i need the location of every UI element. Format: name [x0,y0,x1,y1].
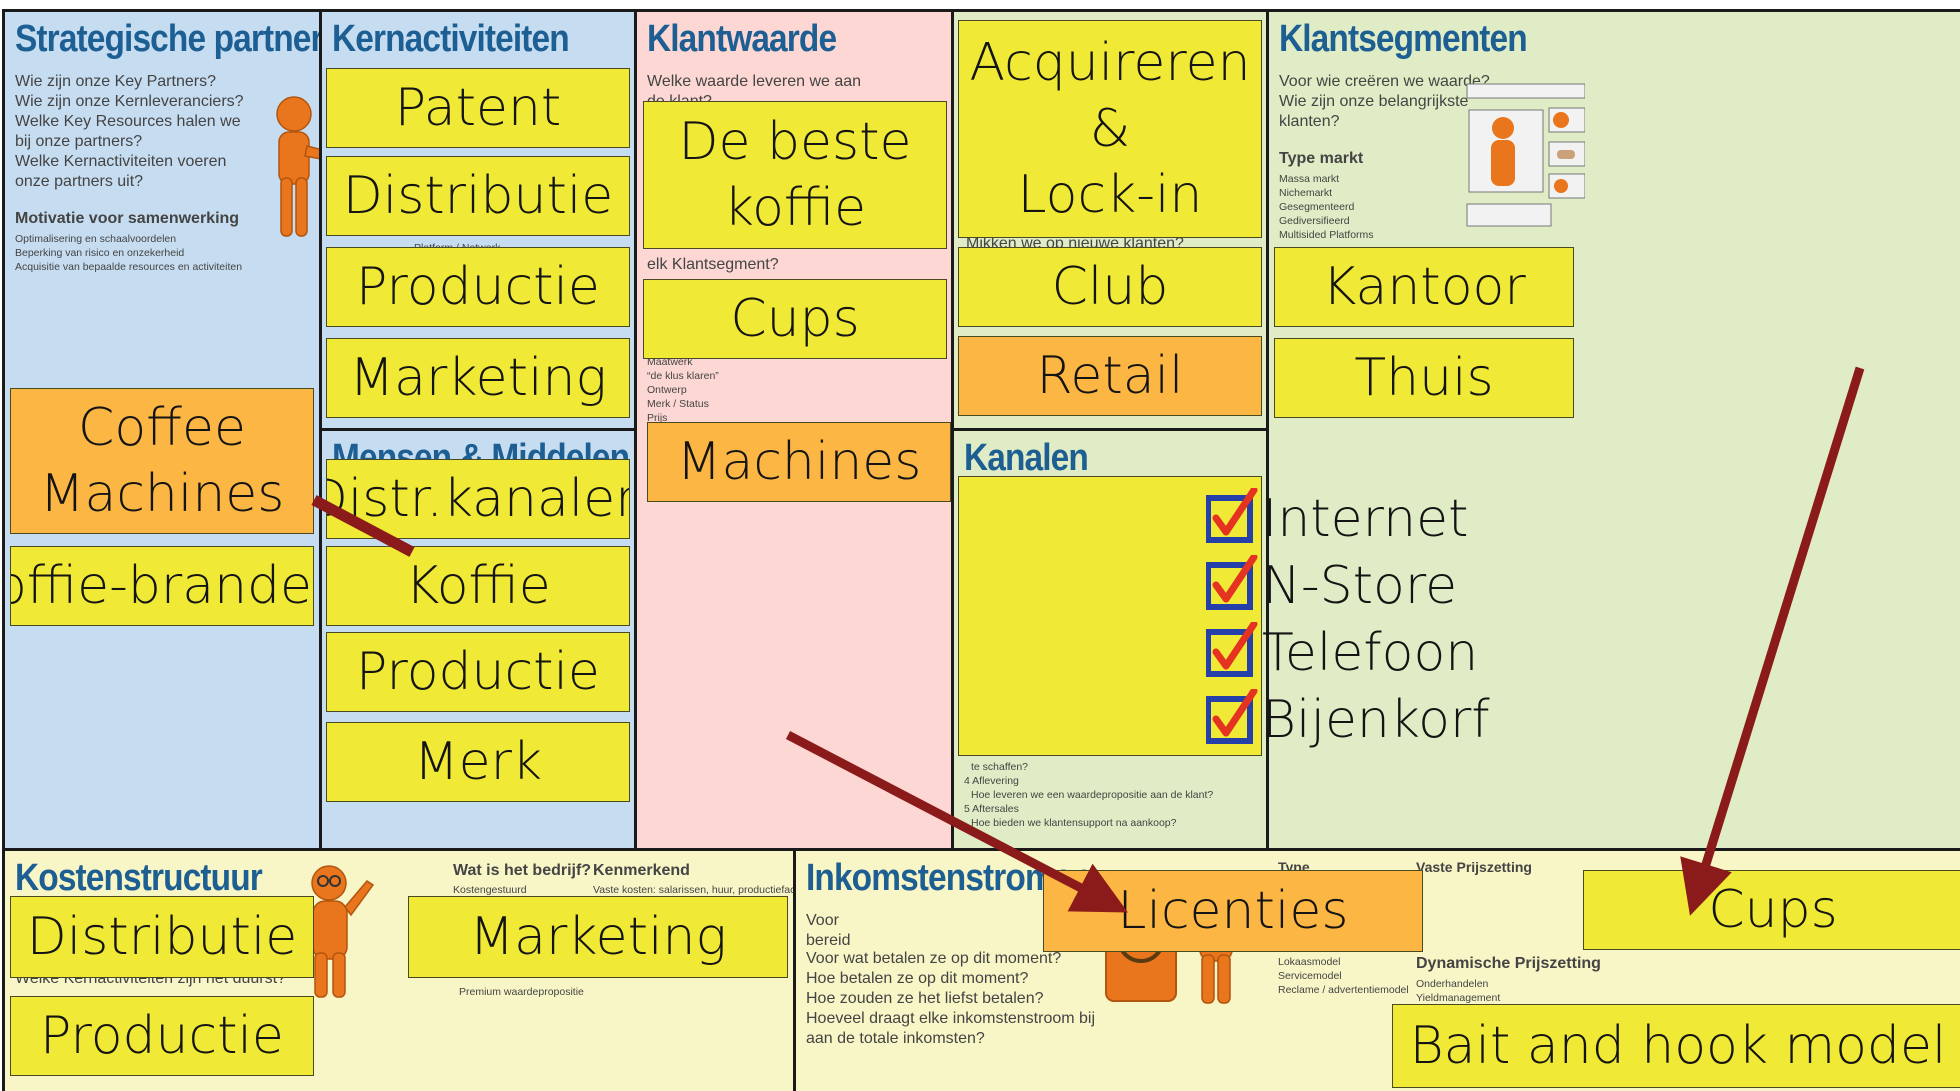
sticky-note[interactable]: Acquireren & Lock-in [958,20,1262,238]
sticky-note[interactable]: Distr.kanalen [326,459,630,539]
panel-subheading: Type markt [1279,150,1364,167]
market-frames-icon [1466,83,1585,227]
sticky-note[interactable]: Thuis [1274,338,1574,418]
panel-small-text: Kostengestuurd [453,884,527,896]
sticky-note[interactable]: Kantoor [1274,247,1574,327]
cost-column-heading: Wat is het bedrijf? [453,862,592,879]
sticky-note[interactable]: Merk [326,722,630,802]
sticky-note[interactable]: Productie [326,247,630,327]
checklist-item[interactable]: Telefoon [1206,619,1490,686]
panel-small-text: Onderhandelen Yieldmanagement [1416,978,1501,1004]
revenue-column-heading: Vaste Prijszetting [1416,859,1532,875]
checklist-label: Bijenkorf [1262,689,1490,750]
checklist-label: Telefoon [1262,622,1479,683]
panel-questions: Wie zijn onze Key Partners? Wie zijn onz… [15,73,244,190]
panel-subheading: Motivatie voor samenwerking [15,210,240,227]
panel-title: Kostenstructuur [15,857,263,899]
panel-title: Kanalen [964,437,1089,479]
sticky-note[interactable]: Productie [10,996,314,1076]
panel-questions: Voor bereid [806,912,851,949]
checklist-label: N-Store [1262,555,1458,616]
handshake-figures-icon [276,96,319,237]
checklist-item[interactable]: N-Store [1206,552,1490,619]
panel-title: Klantsegmenten [1279,18,1528,60]
sticky-note[interactable]: Patent [326,68,630,148]
checkbox-checked-icon[interactable] [1206,688,1258,744]
sticky-note[interactable]: De beste koffie [643,101,947,249]
revenue-column-heading: Dynamische Prijszetting [1416,955,1601,972]
channels-checklist-note[interactable] [958,476,1262,756]
checklist-label: Internet [1262,488,1469,549]
panel-small-text: te schaffen? 4 Aflevering Hoe leveren we… [964,761,1214,829]
sticky-note[interactable]: Marketing [408,896,788,978]
sticky-note[interactable]: Machines [647,422,951,502]
panel-question-partial: elk Klantsegment? [647,256,779,273]
panel-small-text: Maatwerk “de klus klaren” Ontwerp Merk /… [647,356,719,424]
person-figure-icon [311,865,375,998]
panel-small-text: Premium waardepropositie [459,986,584,998]
panel-title: Klantwaarde [647,18,837,60]
checkbox-checked-icon[interactable] [1206,554,1258,610]
panel-title: Strategische partners [15,18,322,60]
panel-questions: Voor wat betalen ze op dit moment? Hoe b… [806,950,1096,1047]
sticky-note[interactable]: Distributie [326,156,630,236]
panel-small-text: Massa markt Nichemarkt Gesegmenteerd Ged… [1279,173,1374,241]
checkbox-checked-icon[interactable] [1206,487,1258,543]
sticky-note[interactable]: Distributie [10,896,314,978]
sticky-note[interactable]: Cups [1583,870,1960,950]
panel-title: Kernactiviteiten [332,18,570,60]
sticky-note[interactable]: Retail [958,336,1262,416]
sticky-note[interactable]: Koffie [326,546,630,626]
sticky-note[interactable]: Licenties [1043,870,1423,952]
checklist-item[interactable]: Bijenkorf [1206,686,1490,753]
sticky-note[interactable]: Marketing [326,338,630,418]
panel-small-text: Optimalisering en schaalvoordelen Beperk… [15,233,243,273]
sticky-note[interactable]: Club [958,247,1262,327]
panel-small-text: Lokaasmodel Servicemodel Reclame / adver… [1278,956,1409,996]
panel-questions: Voor wie creëren we waarde? Wie zijn onz… [1279,73,1490,130]
sticky-note[interactable]: Coffee Machines [10,388,314,534]
cost-column-heading: Kenmerkend [593,862,690,879]
sticky-note[interactable]: Productie [326,632,630,712]
sticky-note[interactable]: Koffie-branders [10,546,314,626]
channels-checklist: Internet N-Store Telefoon [1206,485,1490,753]
checkbox-checked-icon[interactable] [1206,621,1258,677]
sticky-note[interactable]: Cups [643,279,947,359]
checklist-item[interactable]: Internet [1206,485,1490,552]
sticky-note[interactable]: Bait and hook model [1392,1004,1960,1088]
